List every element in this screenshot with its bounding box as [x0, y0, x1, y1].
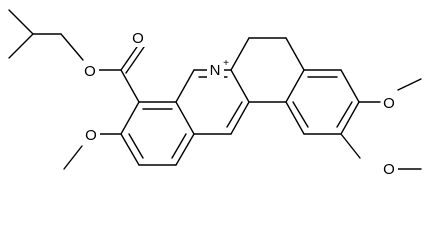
bond — [175, 101, 195, 135]
bond — [397, 78, 422, 91]
bond — [285, 37, 305, 71]
atom-label-nitrogen-charge: + — [223, 58, 229, 69]
bond — [175, 69, 195, 103]
bond — [8, 9, 34, 35]
molecule-structure: O O O N + O O — [8, 9, 422, 178]
bond — [171, 133, 187, 159]
bond — [8, 33, 34, 59]
bond — [340, 69, 360, 103]
bond-lines — [8, 9, 422, 170]
bond — [292, 101, 309, 128]
atom-label-nitrogen: N — [210, 62, 221, 79]
bond — [226, 101, 243, 128]
bond — [120, 69, 140, 103]
bond — [230, 101, 250, 135]
atom-label-methoxy-oxygen-left: O — [85, 127, 97, 144]
bond — [120, 43, 140, 71]
bond — [128, 133, 144, 159]
bond — [63, 145, 83, 170]
atom-label-ester-oxygen: O — [84, 63, 96, 80]
bond — [230, 69, 250, 103]
atom-label-methoxy-oxygen-right-lower: O — [383, 161, 395, 178]
bond — [125, 46, 145, 74]
bond — [120, 101, 140, 135]
atom-label-carbonyl-oxygen: O — [132, 30, 144, 47]
bond — [285, 101, 305, 135]
bond — [175, 133, 195, 166]
bond — [340, 133, 361, 159]
bond — [60, 33, 84, 61]
bond — [120, 133, 140, 166]
atom-label-methoxy-oxygen-right-upper: O — [383, 95, 395, 112]
atom-labels: O O O N + O O — [82, 29, 398, 178]
bond — [336, 101, 353, 128]
bond — [285, 69, 305, 103]
bond — [340, 101, 360, 135]
bond — [230, 37, 250, 71]
